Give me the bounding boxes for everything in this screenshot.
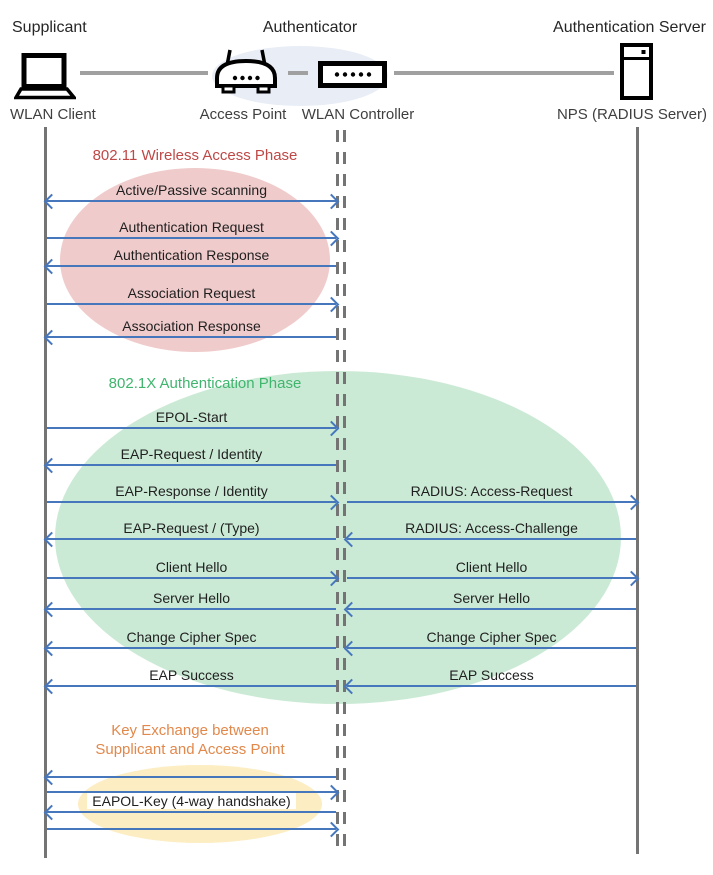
message-label-text: Server Hello [152, 590, 231, 606]
message-label: Change Cipher Spec [47, 629, 336, 645]
message-arrow [47, 494, 340, 511]
message-label: Authentication Response [47, 247, 336, 263]
message-label-text: Authentication Request [119, 219, 264, 235]
message-arrow [43, 329, 336, 346]
connector-line [394, 71, 614, 75]
message-arrow [43, 457, 336, 474]
message-label: Association Response [47, 318, 336, 334]
message-arrow [343, 640, 636, 657]
message-label: EAPOL-Key (4-way handshake) [47, 793, 336, 809]
message-label-text: Change Cipher Spec [126, 629, 257, 645]
message-label-text: EAP-Request / Identity [120, 446, 263, 462]
role-authenticator: Authenticator [262, 19, 358, 36]
message-label-text: Association Request [127, 285, 256, 301]
message-label: Association Request [47, 285, 336, 301]
message-arrow [47, 420, 340, 437]
phase3-title-line1: Key Exchange between [111, 722, 269, 739]
role-supplicant: Supplicant [12, 19, 87, 36]
lifeline-authenticator-b [343, 130, 346, 852]
message-label: Client Hello [47, 559, 336, 575]
message-arrow [343, 678, 636, 695]
message-label: Authentication Request [47, 219, 336, 235]
message-label-text: EAP Success [449, 667, 534, 683]
message-label-text: EAP Success [149, 667, 234, 683]
message-label: Server Hello [347, 590, 636, 606]
message-arrow [43, 531, 336, 548]
message-label: EAP-Response / Identity [47, 483, 336, 499]
node-label-access-point: Access Point [199, 106, 287, 123]
message-arrow [347, 570, 640, 587]
message-label: EAP-Request / (Type) [47, 520, 336, 536]
message-label-text: Authentication Response [113, 247, 270, 263]
message-label: Active/Passive scanning [47, 182, 336, 198]
phase3-title-line2: Supplicant and Access Point [95, 741, 285, 758]
laptop-icon [12, 53, 78, 105]
message-arrow [47, 230, 340, 247]
message-label-text: Active/Passive scanning [116, 182, 267, 198]
server-icon [620, 43, 653, 105]
message-arrow [43, 601, 336, 618]
message-label-text: Server Hello [452, 590, 531, 606]
phase1-ellipse [60, 168, 330, 352]
phase3-title: Key Exchange between Supplicant and Acce… [60, 721, 320, 759]
message-arrow [43, 769, 336, 786]
message-arrow [43, 804, 336, 821]
message-label-text: Change Cipher Spec [426, 629, 557, 645]
node-label-wlan-client: WLAN Client [10, 106, 96, 123]
message-label: EAP Success [47, 667, 336, 683]
message-arrow [343, 601, 636, 618]
message-arrow [43, 193, 340, 210]
phase2-title: 802.1X Authentication Phase [108, 375, 302, 392]
message-label: Change Cipher Spec [347, 629, 636, 645]
lifeline-auth-server [636, 127, 639, 854]
message-arrow [47, 784, 340, 801]
message-label: Client Hello [347, 559, 636, 575]
message-label-text: Association Response [122, 318, 261, 334]
connector-dash [288, 71, 308, 75]
message-label: RADIUS: Access-Request [347, 483, 636, 499]
message-label-text: Client Hello [155, 559, 228, 575]
message-label: EAP Success [347, 667, 636, 683]
phase1-title: 802.11 Wireless Access Phase [92, 147, 298, 164]
message-arrow [43, 258, 336, 275]
message-label-text: RADIUS: Access-Challenge [405, 520, 578, 536]
message-arrow [43, 678, 336, 695]
message-label-text: EAPOL-Key (4-way handshake) [87, 793, 296, 809]
message-label-text: EAP-Response / Identity [115, 483, 268, 499]
node-label-wlan-controller: WLAN Controller [301, 106, 415, 123]
message-arrow [43, 640, 336, 657]
message-label-text: RADIUS: Access-Request [410, 483, 573, 499]
message-arrow [47, 570, 340, 587]
node-label-nps-radius-server: NPS (RADIUS Server) [556, 106, 707, 123]
connector-line [80, 71, 208, 75]
message-arrow [47, 296, 340, 313]
lifeline-authenticator-a [336, 130, 339, 852]
message-label: Server Hello [47, 590, 336, 606]
message-label-text: EAP-Request / (Type) [123, 520, 260, 536]
lifeline-supplicant [44, 127, 47, 858]
access-point-icon [211, 48, 281, 108]
message-arrow [343, 531, 636, 548]
message-label-text: EPOL-Start [155, 409, 228, 425]
wlan-controller-icon [318, 61, 387, 93]
message-arrow [47, 821, 340, 838]
message-label: RADIUS: Access-Challenge [347, 520, 636, 536]
message-label-text: Client Hello [455, 559, 528, 575]
message-label: EAP-Request / Identity [47, 446, 336, 462]
role-authentication-server: Authentication Server [553, 19, 706, 36]
message-arrow [347, 494, 640, 511]
message-label: EPOL-Start [47, 409, 336, 425]
